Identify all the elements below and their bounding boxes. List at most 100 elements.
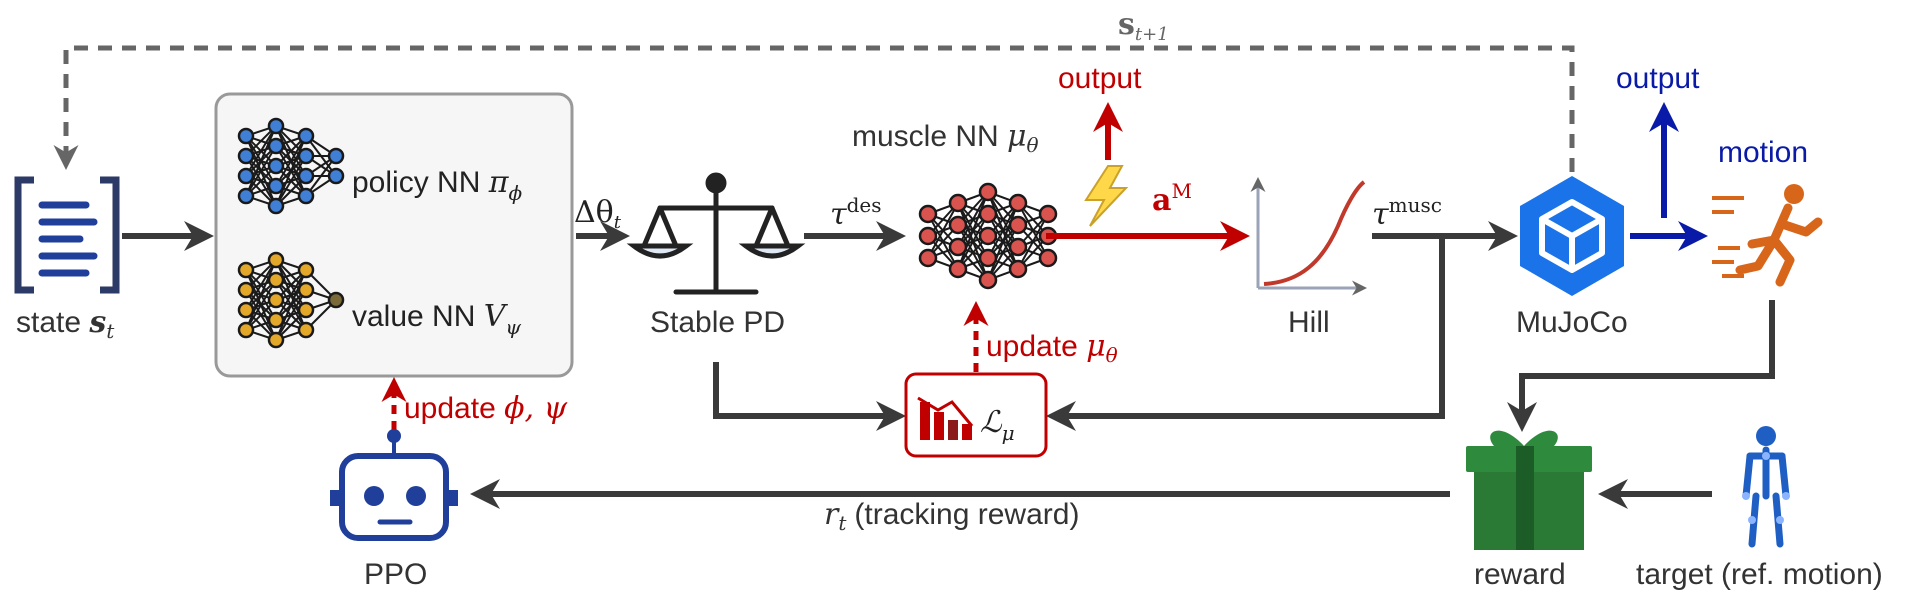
ppo-label: PPO [364, 558, 427, 591]
nn-edge [275, 135, 307, 207]
nn-node [297, 147, 315, 165]
nn-edge [245, 279, 277, 331]
nn-edge [1017, 213, 1049, 270]
arrow-musc-to-loss [1046, 236, 1445, 431]
nn-edge [305, 155, 337, 197]
nn-edge [275, 269, 307, 341]
nn-node [297, 167, 315, 185]
nn-node [327, 291, 345, 309]
s-next-label: st+1 [1118, 7, 1169, 45]
motion-label: motion [1718, 136, 1808, 169]
nn-node [267, 157, 285, 175]
nn-node [237, 167, 255, 185]
nn-node [327, 167, 345, 185]
nn-edge [957, 191, 989, 248]
tracking-reward-label: rt(tracking reward) [824, 497, 1079, 535]
balance-scale-icon [626, 172, 806, 295]
nn-node [267, 251, 285, 269]
nn-node [237, 127, 255, 145]
muscle-nn-label: muscle NN μθ [852, 119, 1039, 157]
nn-node [297, 261, 315, 279]
tau-musc-label: τmusc [1372, 193, 1442, 232]
nn-edge [275, 135, 307, 187]
delta-theta-label: Δθt [574, 195, 622, 233]
document-icon [14, 176, 120, 294]
a-m-label: aM [1152, 179, 1192, 218]
update-phi-label: update ϕ, ψ [404, 391, 568, 426]
nn-node [267, 177, 285, 195]
gift-icon [1466, 430, 1592, 550]
loss-chart-icon [917, 396, 974, 440]
nn-node [978, 204, 998, 224]
nn-edge [987, 202, 1019, 259]
nn-node [297, 281, 315, 299]
nn-node [237, 281, 255, 299]
value-network-icon [237, 251, 345, 349]
nn-node [1008, 193, 1028, 213]
nn-node [978, 182, 998, 202]
nn-edge [987, 224, 1019, 281]
hill-curve-icon [1250, 177, 1367, 296]
nn-node [918, 226, 938, 246]
nn-edge [275, 269, 307, 321]
output-blue-label: output [1616, 62, 1700, 95]
nn-node [297, 187, 315, 205]
nn-node [267, 291, 285, 309]
lightning-icon [1084, 165, 1129, 227]
nn-node [267, 137, 285, 155]
nn-node [1008, 259, 1028, 279]
nn-node [237, 261, 255, 279]
hill-label: Hill [1288, 306, 1330, 339]
muscle-network-icon [918, 182, 1058, 290]
nn-node [948, 215, 968, 235]
nn-node [918, 248, 938, 268]
nn-node [237, 187, 255, 205]
nn-node [1038, 248, 1058, 268]
nn-node [297, 301, 315, 319]
policy-network-icon [237, 117, 345, 215]
running-person-icon [1712, 184, 1823, 287]
arrow-pd-to-loss [713, 362, 906, 431]
reward-label: reward [1474, 558, 1566, 591]
nn-node [948, 193, 968, 213]
nn-edge [245, 145, 277, 197]
nn-node [267, 117, 285, 135]
loss-label: ℒμ [980, 405, 1015, 445]
nn-edge [957, 213, 989, 270]
stick-figure-icon [1742, 426, 1790, 548]
nn-node [267, 331, 285, 349]
mujoco-label: MuJoCo [1516, 306, 1628, 339]
nn-edge [987, 202, 1019, 281]
nn-node [948, 237, 968, 257]
arrow-motion-to-reward [1507, 300, 1775, 432]
feedback-arrow [53, 45, 1575, 172]
nn-node [948, 259, 968, 279]
state-label: state st [16, 305, 115, 343]
nn-node [237, 301, 255, 319]
nn-edge [245, 125, 277, 177]
nn-node [237, 147, 255, 165]
nn-node [978, 226, 998, 246]
nn-node [1008, 237, 1028, 257]
nn-edge [927, 202, 959, 259]
value-label: value NN Vψ [352, 299, 521, 339]
nn-edge [245, 259, 277, 311]
mujoco-cube-icon [1520, 176, 1624, 296]
policy-label: policy NN πϕ [352, 165, 522, 205]
nn-node [327, 147, 345, 165]
nn-node [978, 248, 998, 268]
nn-node [1038, 204, 1058, 224]
nn-node [978, 270, 998, 290]
nn-edge [957, 191, 989, 270]
nn-node [267, 311, 285, 329]
nn-node [297, 127, 315, 145]
stable-pd-label: Stable PD [650, 306, 785, 339]
tau-des-label: τdes [830, 193, 882, 232]
nn-edge [245, 259, 277, 331]
nn-edge [275, 155, 307, 207]
nn-node [267, 271, 285, 289]
nn-node [267, 197, 285, 215]
nn-node [918, 204, 938, 224]
robot-icon [330, 429, 458, 541]
